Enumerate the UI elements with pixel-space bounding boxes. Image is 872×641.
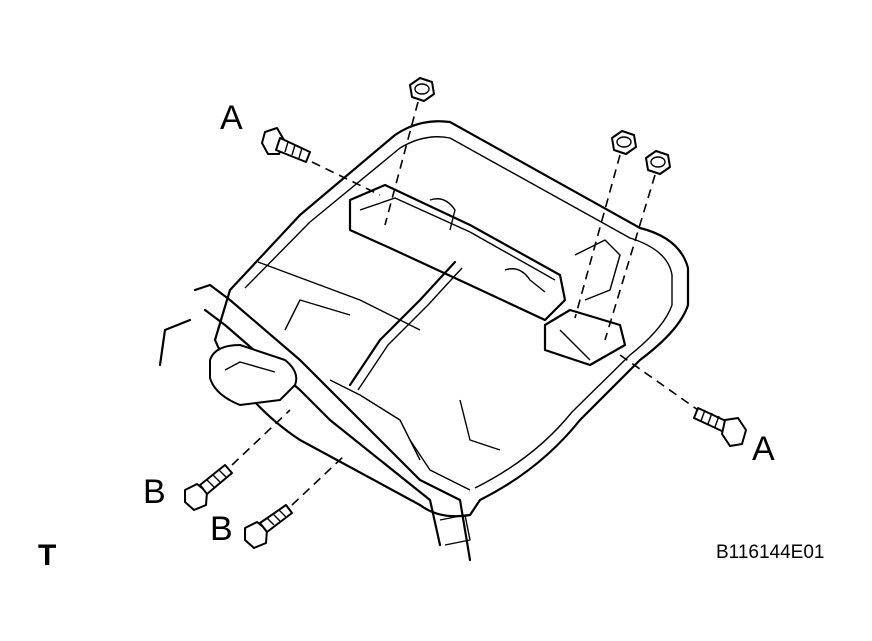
- nut-top-center: [409, 77, 435, 102]
- callout-b-lower: B: [210, 510, 233, 548]
- center-wire: [348, 260, 463, 391]
- bolt-b-lower: [244, 504, 293, 549]
- bolt-a-top: [261, 127, 311, 163]
- upper-rail-bracket: [348, 183, 567, 322]
- nut-top-right-2: [645, 150, 671, 175]
- bolt-b-upper: [184, 464, 233, 511]
- front-slide-rail: [158, 283, 472, 562]
- side-marker: T: [38, 539, 57, 572]
- callout-b-left: B: [143, 473, 166, 511]
- figure-code: B116144E01: [716, 542, 825, 563]
- callout-a-right: A: [752, 430, 775, 468]
- bolt-a-right: [693, 407, 747, 447]
- cushion-frame: [213, 120, 690, 518]
- right-rear-bracket: [543, 239, 627, 367]
- alignment-lines: [231, 101, 699, 506]
- callout-a-top: A: [220, 99, 243, 137]
- nut-top-right-1: [611, 130, 637, 155]
